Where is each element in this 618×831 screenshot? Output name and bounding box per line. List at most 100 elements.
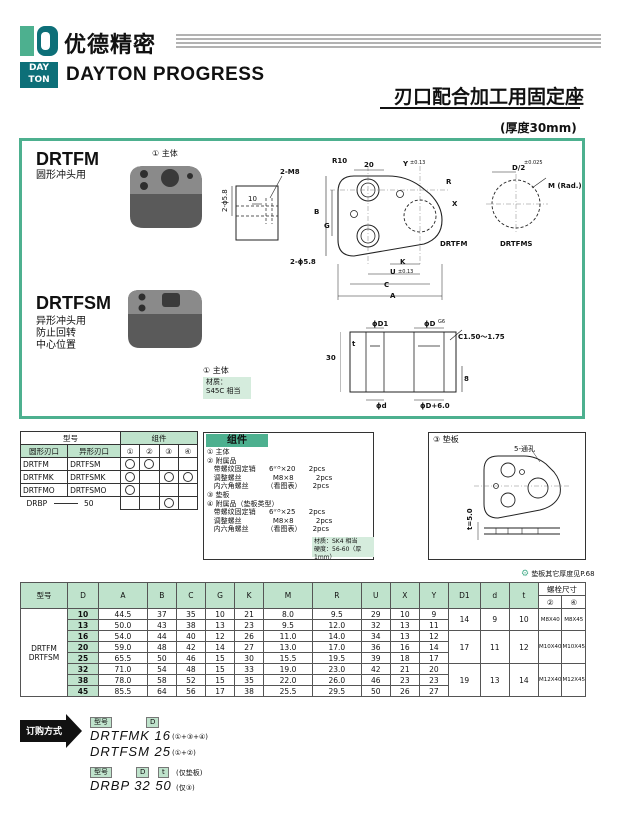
dim-8: 8	[464, 375, 469, 383]
t2-group-b4: M12X45	[561, 663, 586, 697]
table-row: DRBP 50	[21, 496, 199, 510]
circle-mark-icon	[163, 472, 174, 482]
t2-header: 型号	[20, 582, 68, 609]
components-list: ① 主体 ② 附属品 带螺纹固定销 6ᵐ⁵×20 2pcs 调整螺丝 M8×8 …	[207, 448, 332, 534]
dim-g6: G6	[438, 319, 446, 325]
t2-header: D	[67, 582, 99, 609]
t2-cell: 9.5	[311, 608, 362, 620]
t1-header-n1: ①	[120, 444, 141, 458]
t2-cell: 46	[175, 652, 206, 664]
t2-cell: 52	[175, 674, 206, 686]
t1-cell: DRTFM	[19, 457, 69, 471]
page-subtitle: (厚度30mm)	[500, 121, 577, 135]
pad-footnote-text: 垫板其它厚度见P.68	[531, 570, 595, 578]
dim-y: Y	[403, 160, 409, 168]
t1-header-n4: ④	[177, 444, 199, 458]
product-frame	[19, 138, 585, 419]
order-example-2: DRTFSM 25	[90, 744, 171, 759]
product-desc-drtfm: 圆形冲头用	[36, 170, 86, 181]
material-value: S45C 相当	[206, 387, 241, 395]
pad-drawing	[474, 448, 570, 540]
t2-header: K	[234, 582, 265, 609]
t1-check	[139, 496, 160, 510]
dayton-logo: DAY TON	[20, 62, 58, 88]
t1-drbp-blank	[53, 503, 78, 505]
t2-d-cell: 13	[67, 619, 99, 631]
t2-header: G	[204, 582, 236, 609]
dayton-logo-line1: DAY	[28, 63, 50, 73]
components-title: 组件	[206, 434, 268, 447]
dim-d2: D/2	[512, 164, 526, 172]
t2-cell: 34	[360, 630, 391, 642]
t2-cell: 50	[146, 652, 177, 664]
t1-drbp-row: DRBP 50	[21, 497, 121, 510]
order-tag-t: t	[158, 767, 169, 778]
t2-d-cell: 16	[67, 630, 99, 642]
components-line: ④ 附属品（垫板类型）	[207, 499, 279, 508]
section-view-drawing	[340, 327, 463, 401]
t2-cell: 23.0	[311, 663, 362, 675]
t2-cell: 33	[234, 663, 265, 675]
t1-check	[120, 496, 141, 510]
components-line: ② 附属品	[207, 456, 237, 465]
t2-d-cell: 10	[67, 608, 99, 620]
t2-cell: 27	[418, 685, 449, 697]
t2-cell: 22.0	[263, 674, 313, 686]
t2-cell: 44	[146, 630, 177, 642]
t2-group-b2: M10X40	[537, 630, 563, 664]
t2-cell: 44.5	[98, 608, 148, 620]
dim-d2-tol: ±0.025	[524, 160, 543, 166]
t1-header-model: 型号	[19, 431, 122, 445]
order-tag-model-1: 型号	[90, 717, 112, 728]
dim-g: G	[324, 222, 330, 230]
t1-cell: DRTFSMO	[67, 483, 122, 497]
t2-d-cell: 25	[67, 652, 99, 664]
t1-header-n2: ②	[139, 444, 160, 458]
t2-cell: 14	[418, 641, 449, 653]
title-underline	[380, 107, 580, 109]
page-title: 刃口配合加工用固定座	[394, 86, 585, 108]
dim-a: A	[390, 292, 396, 300]
t2-cell: 10	[204, 608, 236, 620]
components-line: 内六角螺丝 （看图表） 2pcs	[207, 482, 329, 491]
dayton-logo-line2: TON	[28, 75, 50, 85]
t2-cell: 54.0	[98, 630, 148, 642]
drtfsm-photo-image	[128, 290, 202, 348]
t2-cell: 9.5	[263, 619, 313, 631]
t2-header: R	[311, 582, 362, 609]
t1-header-n3: ③	[158, 444, 179, 458]
t2-cell: 48	[146, 641, 177, 653]
t2-cell: 46	[360, 674, 391, 686]
t2-cell: 36	[360, 641, 391, 653]
circle-mark-icon	[163, 498, 174, 508]
order-example-1: DRTFMK 16	[90, 728, 171, 743]
t2-cell: 23	[418, 674, 449, 686]
t2-cell: 27	[234, 641, 265, 653]
t2-cell: 56	[175, 685, 206, 697]
pad-footnote: ⚙ 垫板其它厚度见P.68	[521, 569, 595, 579]
t2-cell: 21	[234, 608, 265, 620]
t1-drbp-num: 50	[83, 498, 94, 508]
t2-group-b2: M8X40	[537, 608, 563, 631]
t2-cell: 26	[389, 685, 420, 697]
t2-cell: 21	[389, 663, 420, 675]
t2-cell: 26.0	[311, 674, 362, 686]
t1-check	[158, 483, 179, 497]
t2-cell: 38	[234, 685, 265, 697]
t2-cell: 14.0	[311, 630, 362, 642]
t1-check	[120, 457, 141, 471]
order-only-pad: (仅垫板)	[176, 769, 203, 777]
dim-2m8: 2-M8	[280, 168, 300, 176]
pad-thickness: t=5.0	[466, 508, 474, 530]
t2-cell: 13	[389, 619, 420, 631]
product-code-drtfm: DRTFM	[36, 149, 99, 169]
t2-group-d1: 17	[447, 630, 481, 664]
product-desc-drtfsm-1: 异形冲头用	[36, 316, 86, 327]
t2-header: M	[263, 582, 313, 609]
t2-cell: 14	[204, 641, 236, 653]
t2-cell: 15.5	[263, 652, 313, 664]
t2-cell: 18	[389, 652, 420, 664]
order-arrow-icon	[20, 714, 82, 748]
t2-header-bolt4: ④	[561, 595, 586, 609]
